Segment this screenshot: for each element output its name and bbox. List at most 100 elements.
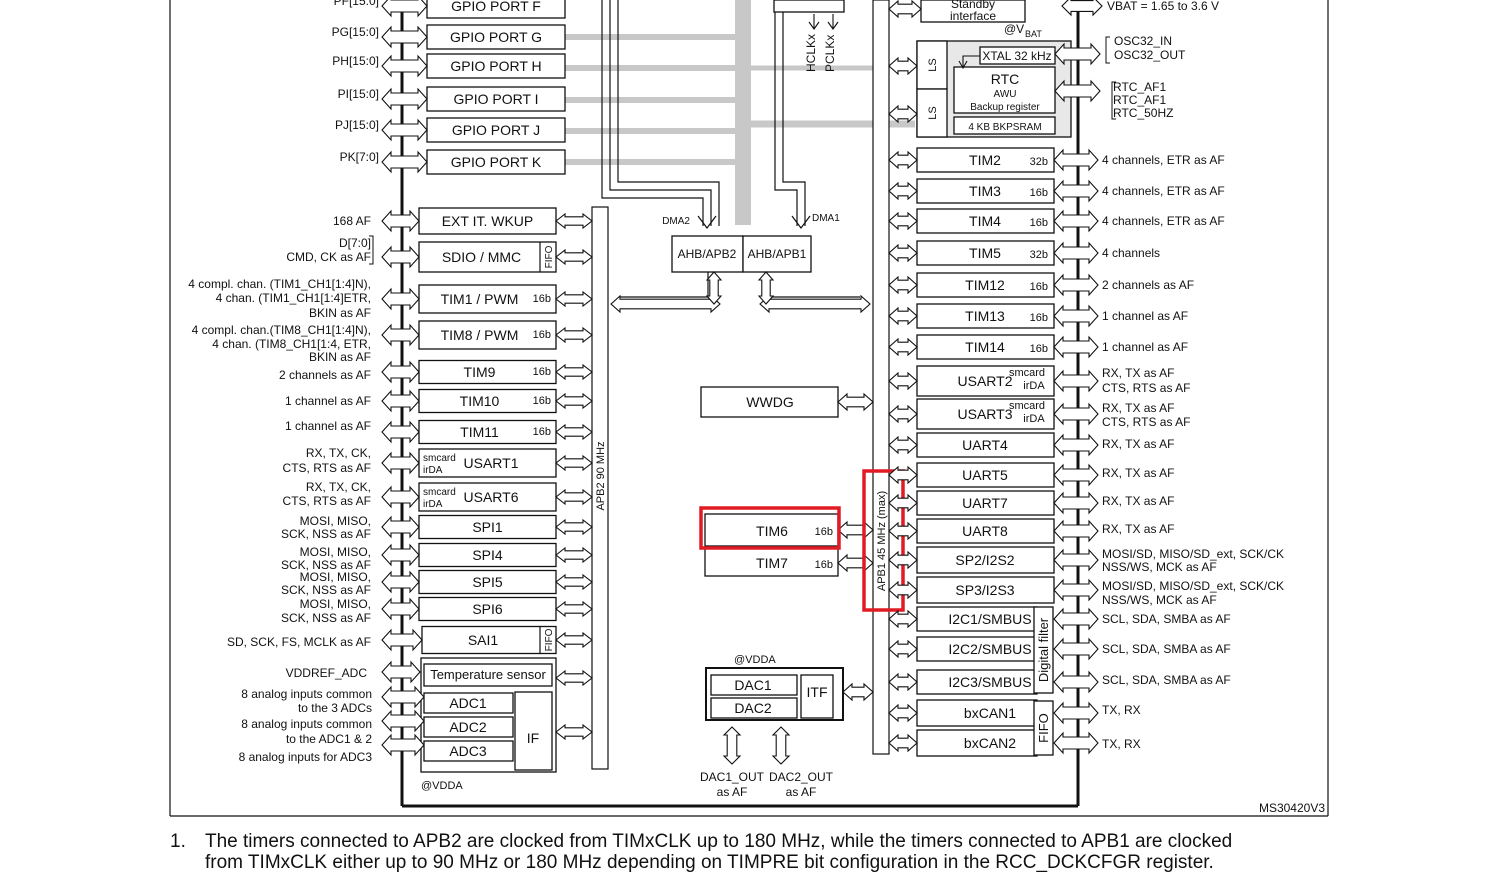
apb1-bus-arrow — [888, 275, 918, 295]
bracket — [1111, 81, 1116, 120]
footnote-line-2: from TIMxCLK either up to 90 MHz or 180 … — [205, 852, 1214, 873]
standby-box — [920, 0, 1026, 23]
adc-input-label: 8 analog inputs common — [241, 687, 372, 701]
vdda-label: @VDDA — [421, 780, 463, 792]
ls-label: LS — [927, 106, 939, 119]
standby-label: Standby — [951, 0, 995, 11]
hclk-label: HCLKx — [804, 34, 818, 72]
tim7-arrow — [837, 553, 874, 573]
apb1-signal-label: RX, TX as AF — [1102, 401, 1174, 415]
adc-label: ADC2 — [449, 719, 487, 735]
gpio-pin-label: PH[15:0] — [332, 54, 379, 68]
bracket — [1105, 36, 1110, 64]
apb1-signal-label: CTS, RTS as AF — [1102, 415, 1190, 429]
apb1-peripheral-box — [916, 636, 1038, 662]
standby-arrow — [888, 0, 922, 19]
gpio-port-label: GPIO PORT J — [452, 122, 540, 138]
apb2-signal-label: CTS, RTS as AF — [283, 461, 371, 475]
apb1-irda-tag: irDA — [1023, 413, 1045, 425]
apb2-bridge-vert-arrow — [705, 271, 723, 305]
apb1-bus-arrow — [888, 672, 918, 692]
apb2-peripheral-label: SPI4 — [472, 547, 503, 563]
apb2-bus-arrow — [555, 326, 593, 344]
pclk-label: PCLKx — [823, 35, 837, 72]
apb2-irda-tag: irDA — [423, 499, 443, 510]
apb1-signal-label: NSS/WS, MCK as AF — [1102, 560, 1217, 574]
adc-signal-arrow — [381, 685, 425, 709]
ahb-apb2-label: AHB/APB2 — [678, 247, 737, 261]
apb1-peripheral-label: USART3 — [958, 406, 1013, 422]
adc-input-label: to the 3 ADCs — [298, 701, 372, 715]
clock-out-arrows — [808, 14, 839, 30]
apb1-signal-label: CTS, RTS as AF — [1102, 381, 1190, 395]
apb1-bus-arrow — [888, 404, 918, 424]
apb2-fifo-tag: FIFO — [544, 628, 555, 651]
digital-filter-label: Digital filter — [1036, 617, 1051, 682]
awu-label: AWU — [994, 89, 1017, 100]
dac2-out-label: DAC2_OUT — [769, 770, 834, 784]
apb1-bit-width: 16b — [1030, 217, 1048, 229]
diagram-frame — [169, 0, 1329, 817]
apb1-signal-arrow — [1053, 519, 1099, 543]
dma2-label: DMA2 — [662, 216, 690, 227]
apb1-peripheral-label: TIM2 — [969, 152, 1001, 168]
apb2-peripheral-label: SPI5 — [472, 574, 503, 590]
adc-input-label: to the ADC1 & 2 — [286, 732, 372, 746]
apb1-signal-arrow — [1053, 335, 1099, 359]
apb1-peripheral-label: I2C1/SMBUS — [948, 611, 1031, 627]
apb2-signal-arrow — [381, 628, 423, 652]
apb2-signal-label: BKIN as AF — [309, 306, 371, 320]
rtc-label: RTC — [991, 71, 1020, 87]
apb2-peripheral-label: TIM1 / PWM — [441, 291, 519, 307]
apb1-signal-label: RX, TX as AF — [1102, 437, 1174, 451]
adc-box — [423, 692, 514, 714]
apb1-peripheral-label: UART7 — [962, 495, 1008, 511]
gpio-pin-label: PG[15:0] — [332, 25, 379, 39]
gpio-arrow — [381, 87, 428, 111]
vbat-sub-label: BAT — [1025, 29, 1042, 39]
apb1-bus-arrow — [888, 150, 918, 170]
apb1-signal-label: NSS/WS, MCK as AF — [1102, 593, 1217, 607]
footnote-line-1: The timers connected to APB2 are clocked… — [205, 831, 1233, 852]
apb2-irda-tag: irDA — [423, 465, 443, 476]
apb2-peripheral-label: TIM8 / PWM — [441, 327, 519, 343]
adc-if-box — [514, 691, 553, 771]
apb2-fifo-tag: FIFO — [544, 245, 555, 268]
apb2-signal-label: 4 chan. (TIM1_CH1[1:4]ETR, — [216, 291, 371, 305]
dac2-out-arrow — [771, 726, 791, 765]
apb1-bus-arrow — [888, 243, 918, 263]
gpio-arrow — [381, 118, 428, 142]
apb1-signal-arrow — [1053, 304, 1099, 328]
apb2-bus-label: APB2 90 MHz — [595, 441, 607, 510]
apb1-peripheral-box — [916, 699, 1038, 727]
apb1-signal-arrow — [1053, 273, 1099, 297]
apb2-signal-label: 1 channel as AF — [285, 419, 371, 433]
apb1-bit-width: 16b — [1030, 343, 1048, 355]
dac2-label: DAC2 — [734, 700, 772, 716]
apb2-peripheral-box — [418, 284, 557, 314]
gpio-port-label: GPIO PORT H — [450, 58, 541, 74]
apb1-bit-width: 16b — [1030, 187, 1048, 199]
apb1-signal-arrow — [1053, 463, 1099, 487]
apb1-bus-arrow — [888, 435, 918, 455]
apb1-peripheral-label: TIM12 — [965, 277, 1005, 293]
apb1-bus-arrow — [888, 639, 918, 659]
adc-if-label: IF — [527, 730, 539, 746]
apb1-bus-arrow — [888, 580, 918, 600]
apb1-signal-label: RX, TX as AF — [1102, 466, 1174, 480]
apb2-peripheral-label: SDIO / MMC — [442, 249, 521, 265]
apb1-signal-label: 1 channel as AF — [1102, 309, 1188, 323]
apb2-signal-arrow — [381, 245, 420, 269]
apb2-peripheral-label: USART1 — [464, 455, 519, 471]
apb1-signal-arrow — [1053, 731, 1099, 755]
apb2-signal-label: SCK, NSS as AF — [281, 527, 371, 541]
apb2-bit-width: 16b — [533, 329, 551, 341]
bkpsram-box — [953, 116, 1056, 135]
apb2-peripheral-box — [418, 482, 557, 512]
adc-input-label: 8 analog inputs common — [241, 717, 372, 731]
apb1-peripheral-label: UART8 — [962, 523, 1008, 539]
gpio-pin-label: PF[15:0] — [334, 0, 379, 8]
apb2-peripheral-box — [421, 625, 557, 655]
bracket — [369, 235, 374, 265]
apb1-bus-arrow — [888, 306, 918, 326]
